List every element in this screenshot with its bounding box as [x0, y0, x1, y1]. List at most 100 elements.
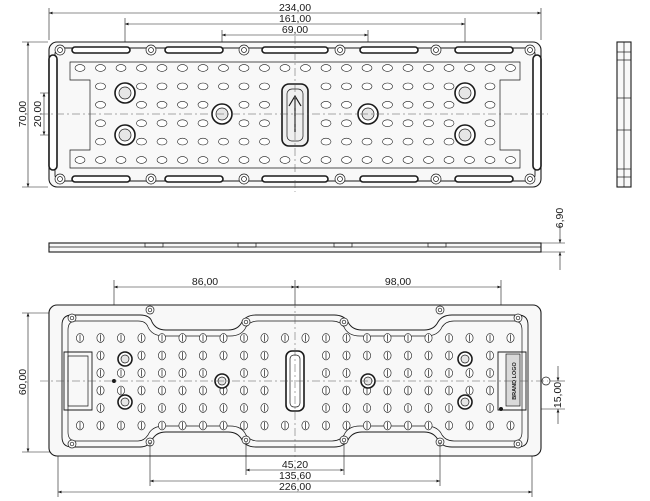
bottom-view: 86,00 98,00 60,00 15,00	[17, 276, 565, 497]
right-side-view	[616, 41, 632, 188]
grid-hole	[484, 156, 496, 164]
dim-overall-width-top: 234,00	[48, 2, 542, 40]
grid-hole	[341, 82, 352, 91]
dim-inner-height-label: 20,00	[32, 101, 44, 127]
grid-hole	[197, 156, 209, 164]
grid-hole	[402, 156, 414, 164]
grid-hole	[443, 64, 455, 72]
grid-hole	[115, 64, 127, 72]
top-view: 234,00 161,00 69,00 70,00 20,00	[17, 2, 548, 192]
bottom-screws	[67, 305, 523, 449]
bottom-right-bracket	[497, 351, 527, 411]
grid-hole	[238, 119, 250, 127]
grid-hole	[156, 64, 168, 72]
grid-hole	[136, 101, 147, 109]
grid-hole	[218, 82, 229, 91]
top-edge-slots	[71, 46, 514, 183]
screw-core	[437, 307, 443, 313]
dim-small-span-bottom: 45,20	[245, 442, 345, 475]
bottom-brand-logo-label: BRAND LOGO	[512, 361, 518, 399]
grid-hole	[95, 101, 106, 109]
grid-hole	[74, 156, 86, 164]
grid-hole	[177, 82, 188, 91]
grid-hole	[136, 156, 147, 164]
bottom-left-bracket	[63, 351, 93, 411]
bottom-hole-grid	[76, 333, 515, 431]
grid-hole	[95, 82, 106, 91]
screw-core	[337, 47, 343, 53]
grid-hole	[484, 64, 496, 72]
grid-hole	[259, 119, 270, 127]
dim-inner-width-label: 69,00	[282, 24, 308, 36]
grid-hole	[218, 156, 229, 164]
dim-overall-width-label: 234,00	[279, 2, 311, 14]
grid-hole	[423, 119, 434, 127]
grid-hole	[238, 64, 250, 72]
dim-height-label: 70,00	[17, 101, 29, 127]
grid-hole	[197, 137, 209, 146]
grid-hole	[156, 137, 168, 146]
screw-core	[148, 176, 154, 182]
grid-hole	[259, 82, 270, 91]
screw-core	[243, 319, 249, 325]
grid-hole	[320, 101, 332, 109]
grid-hole	[423, 64, 434, 72]
grid-hole	[382, 82, 393, 91]
grid-hole	[361, 64, 373, 72]
grid-hole	[177, 119, 188, 127]
grid-hole	[443, 82, 455, 91]
grid-hole	[484, 101, 496, 109]
screw-core	[69, 441, 75, 447]
dim-offset-label: 15,00	[552, 382, 564, 408]
grid-hole	[136, 137, 147, 146]
screw-core	[69, 315, 75, 321]
grid-hole	[259, 156, 270, 164]
dim-height-bottom-label: 60,00	[17, 369, 29, 395]
top-plate-pocket	[69, 61, 521, 169]
top-right-slot	[532, 54, 542, 171]
grid-hole	[361, 82, 373, 91]
grid-hole	[382, 137, 393, 146]
screw-core	[241, 47, 247, 53]
grid-hole	[95, 64, 106, 72]
grid-hole	[423, 137, 434, 146]
screw-core	[527, 176, 533, 182]
screw-core	[243, 437, 249, 443]
grid-hole	[341, 101, 352, 109]
grid-hole	[320, 156, 332, 164]
bottom-plate-wavy-rim	[61, 314, 529, 448]
grid-hole	[320, 137, 332, 146]
grid-hole	[484, 119, 496, 127]
grid-hole	[464, 64, 475, 72]
grid-hole	[197, 64, 209, 72]
top-center-arrow-slot	[281, 83, 309, 147]
grid-hole	[443, 119, 455, 127]
grid-hole	[177, 137, 188, 146]
grid-hole	[382, 64, 393, 72]
grid-hole	[402, 101, 414, 109]
dim-overall-width-bottom: 226,00	[57, 456, 533, 497]
screw-core	[341, 437, 347, 443]
grid-hole	[259, 101, 270, 109]
screw-core	[148, 47, 154, 53]
grid-hole	[156, 101, 168, 109]
grid-hole	[423, 101, 434, 109]
dim-thickness: 6,90	[541, 208, 566, 270]
grid-hole	[115, 156, 127, 164]
grid-hole	[197, 119, 209, 127]
grid-hole	[300, 64, 311, 72]
grid-hole	[238, 156, 250, 164]
grid-hole	[484, 137, 496, 146]
grid-hole	[177, 101, 188, 109]
grid-hole	[197, 82, 209, 91]
grid-hole	[259, 137, 270, 146]
grid-hole	[238, 137, 250, 146]
grid-hole	[279, 64, 291, 72]
grid-hole	[177, 156, 188, 164]
dim-small-span-label: 45,20	[282, 459, 308, 471]
grid-hole	[218, 137, 229, 146]
grid-hole	[156, 82, 168, 91]
grid-hole	[341, 64, 352, 72]
grid-hole	[443, 101, 455, 109]
top-screws	[54, 44, 536, 185]
